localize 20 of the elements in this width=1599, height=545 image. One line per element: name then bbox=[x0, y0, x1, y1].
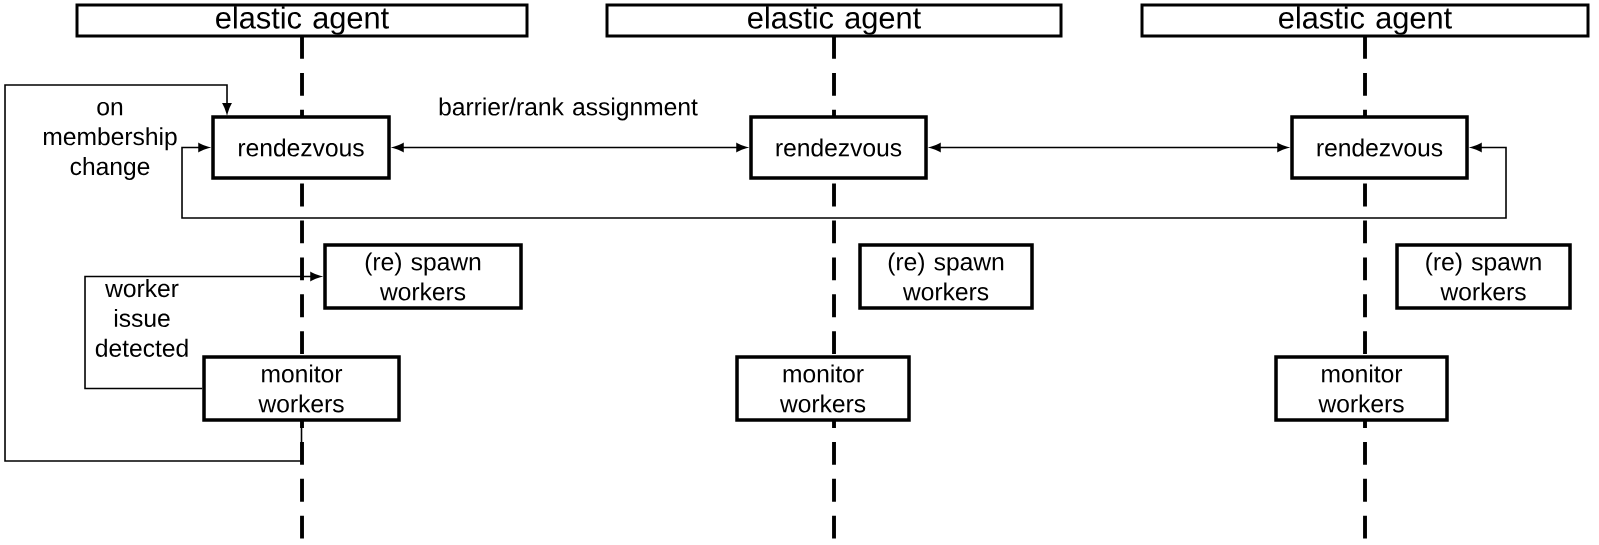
process-box: (re) spawn workers bbox=[323, 243, 523, 310]
agent-box: elastic agent bbox=[1140, 3, 1590, 38]
process-box: monitor workers bbox=[1274, 355, 1449, 422]
process-box: monitor workers bbox=[735, 355, 911, 422]
edge-label: on membership change bbox=[43, 101, 177, 181]
arrow bbox=[84, 272, 321, 390]
process-box: rendezvous bbox=[1290, 115, 1469, 180]
process-box: rendezvous bbox=[211, 115, 391, 180]
process-box: rendezvous bbox=[749, 115, 928, 180]
agent-box: elastic agent bbox=[605, 3, 1063, 38]
arrow bbox=[930, 143, 1288, 152]
edge-label: barrier/rank assignment bbox=[439, 97, 698, 121]
arrow bbox=[393, 143, 747, 152]
process-box: monitor workers bbox=[202, 355, 401, 422]
arrow bbox=[181, 143, 1507, 219]
process-box: (re) spawn workers bbox=[1395, 243, 1572, 310]
agent-box: elastic agent bbox=[75, 3, 529, 38]
edge-label: worker issue detected bbox=[95, 279, 188, 357]
arrow bbox=[4, 84, 303, 462]
process-box: (re) spawn workers bbox=[858, 243, 1034, 310]
